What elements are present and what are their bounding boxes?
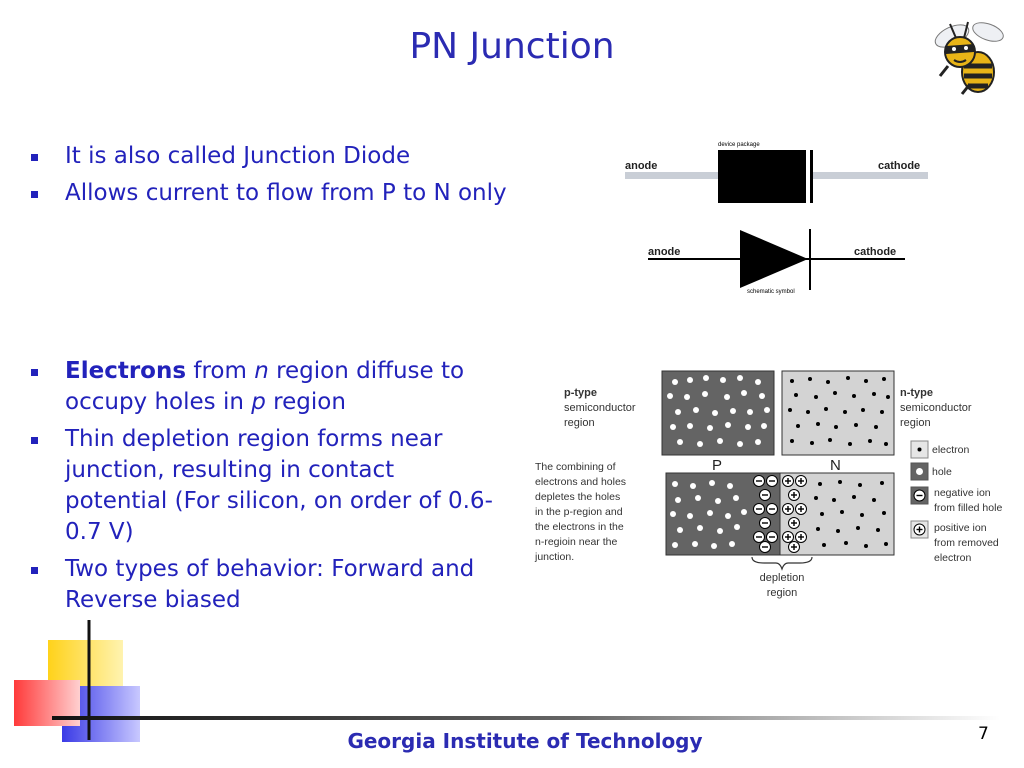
corner-decoration: [14, 620, 1000, 742]
n-type-block: [781, 370, 895, 456]
bullet-list-bottom: Electrons from n region diffuse to occup…: [29, 356, 499, 622]
legend-label: positive ion: [934, 522, 987, 534]
hole-icon: [916, 468, 923, 475]
depletion-label: region: [767, 587, 798, 599]
note-line: depletes the holes: [535, 491, 620, 503]
n-label: N: [830, 457, 841, 474]
cathode-band-gap: [806, 150, 810, 203]
depletion-label: depletion: [760, 572, 805, 584]
legend: electron hole negative ion from filled h…: [910, 440, 1002, 564]
bullet-item: Electrons from n region diffuse to occup…: [29, 356, 499, 418]
diode-figure: device package anode cathode anode catho…: [625, 142, 928, 295]
diode-triangle: [740, 230, 808, 288]
bullet-item: It is also called Junction Diode: [29, 141, 509, 172]
bullet-italic-term: p: [251, 389, 266, 415]
n-type-title: n-type: [900, 387, 933, 399]
bullet-item: Thin depletion region forms near junctio…: [29, 424, 499, 548]
schematic-symbol-label: schematic symbol: [747, 289, 795, 295]
anode-label: anode: [625, 160, 657, 172]
page-number: 7: [978, 724, 989, 744]
package-body: [718, 150, 813, 203]
footer-institution: Georgia Institute of Technology: [347, 729, 703, 753]
bullet-text-part: region diffuse to occupy holes in: [65, 358, 465, 415]
bullet-item: Allows current to flow from P to N only: [29, 178, 509, 209]
bullet-text-part: region: [265, 389, 346, 415]
legend-label: negative ion: [934, 487, 991, 499]
p-type-title: p-type: [564, 387, 597, 399]
cathode-label: cathode: [854, 246, 896, 258]
anode-label: anode: [648, 246, 680, 258]
pn-junction-figure: P N depletion region p-type semicon: [534, 370, 1002, 599]
note-line: electrons and holes: [535, 476, 626, 488]
positive-ion-icon: [913, 523, 926, 536]
electron-icon: [917, 447, 922, 452]
slide-title: PN Junction: [409, 26, 615, 67]
legend-label: electron: [932, 444, 970, 456]
cathode-label: cathode: [878, 160, 920, 172]
bullet-item: Two types of behavior: Forward and Rever…: [29, 554, 499, 616]
p-type-sub: region: [564, 417, 595, 429]
legend-label: electron: [934, 552, 972, 564]
legend-label: from removed: [934, 537, 999, 549]
note-line: the electrons in the: [535, 521, 624, 533]
yellow-jacket-mascot-logo: [934, 21, 1004, 95]
p-type-sub: semiconductor: [564, 402, 636, 414]
combining-note: The combining of electrons and holes dep…: [534, 461, 626, 563]
bullet-italic-term: n: [254, 358, 269, 384]
note-line: The combining of: [535, 461, 616, 473]
bullet-bold-term: Electrons: [65, 358, 187, 384]
bullet-text-part: from: [186, 358, 255, 384]
negative-ion-icon: [913, 489, 926, 502]
note-line: n-regioin near the: [535, 536, 617, 548]
legend-label: hole: [932, 466, 952, 478]
p-label: P: [712, 457, 722, 474]
device-package-label: device package: [718, 142, 760, 148]
note-line: in the p-region and: [535, 506, 623, 518]
depletion-brace: [751, 556, 813, 571]
n-type-sub: region: [900, 417, 931, 429]
legend-label: from filled hole: [934, 502, 1002, 514]
note-line: junction.: [534, 551, 574, 563]
bullet-list-top: It is also called Junction Diode Allows …: [29, 141, 509, 215]
n-type-sub: semiconductor: [900, 402, 972, 414]
